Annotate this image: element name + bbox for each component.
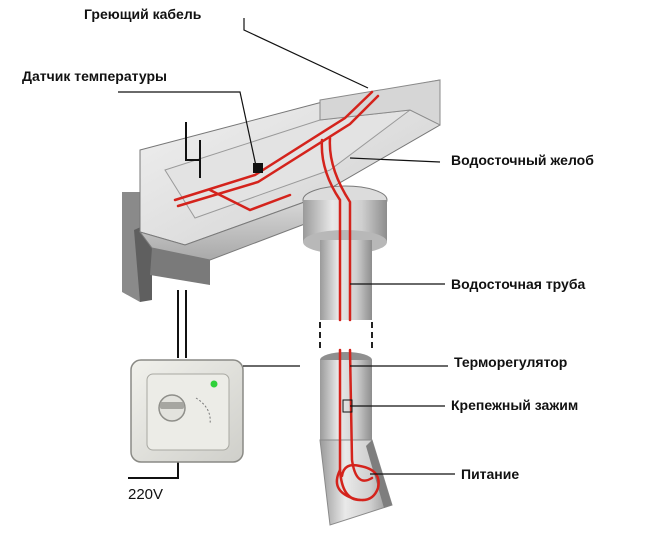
leader-temp-sensor — [118, 91, 257, 167]
wire-sensor-left — [185, 122, 200, 161]
gutter-underside — [150, 248, 210, 285]
label-voltage: 220V — [128, 486, 164, 503]
leader-gutter — [349, 157, 441, 163]
clamp-icon — [342, 399, 353, 413]
downpipe-body — [302, 185, 393, 526]
temperature-sensor-icon — [253, 163, 263, 173]
label-heating-cable: Греющий кабель — [84, 6, 202, 22]
label-thermostat: Терморегулятор — [454, 354, 568, 370]
heating-cable — [173, 90, 380, 502]
label-downpipe: Водосточная труба — [451, 276, 586, 292]
thermostat-knob-grip — [160, 402, 184, 409]
thermostat-unit — [130, 359, 244, 463]
cable-down-2 — [328, 136, 352, 322]
label-temperature-sensor: Датчик температуры — [22, 68, 167, 84]
pipe-upper — [320, 240, 372, 320]
leader-heating-cable — [243, 18, 369, 89]
thermostat-indicator-led — [210, 380, 218, 388]
gutter-body — [122, 79, 441, 302]
cable-lower-2 — [348, 348, 374, 482]
cable-loop-left — [208, 188, 292, 212]
label-mounting-clamp: Крепежный зажим — [451, 397, 579, 413]
cable-coil — [335, 463, 380, 502]
thermostat-face — [146, 373, 230, 451]
label-power: Питание — [461, 466, 520, 482]
label-gutter: Водосточный желоб — [451, 152, 594, 168]
thermostat-scale — [195, 397, 211, 425]
wires — [128, 122, 201, 479]
leader-lines — [118, 18, 455, 475]
cable-down-1 — [320, 138, 342, 322]
cable-run-gutter-1 — [173, 90, 374, 202]
wire-power-supply — [128, 462, 179, 479]
